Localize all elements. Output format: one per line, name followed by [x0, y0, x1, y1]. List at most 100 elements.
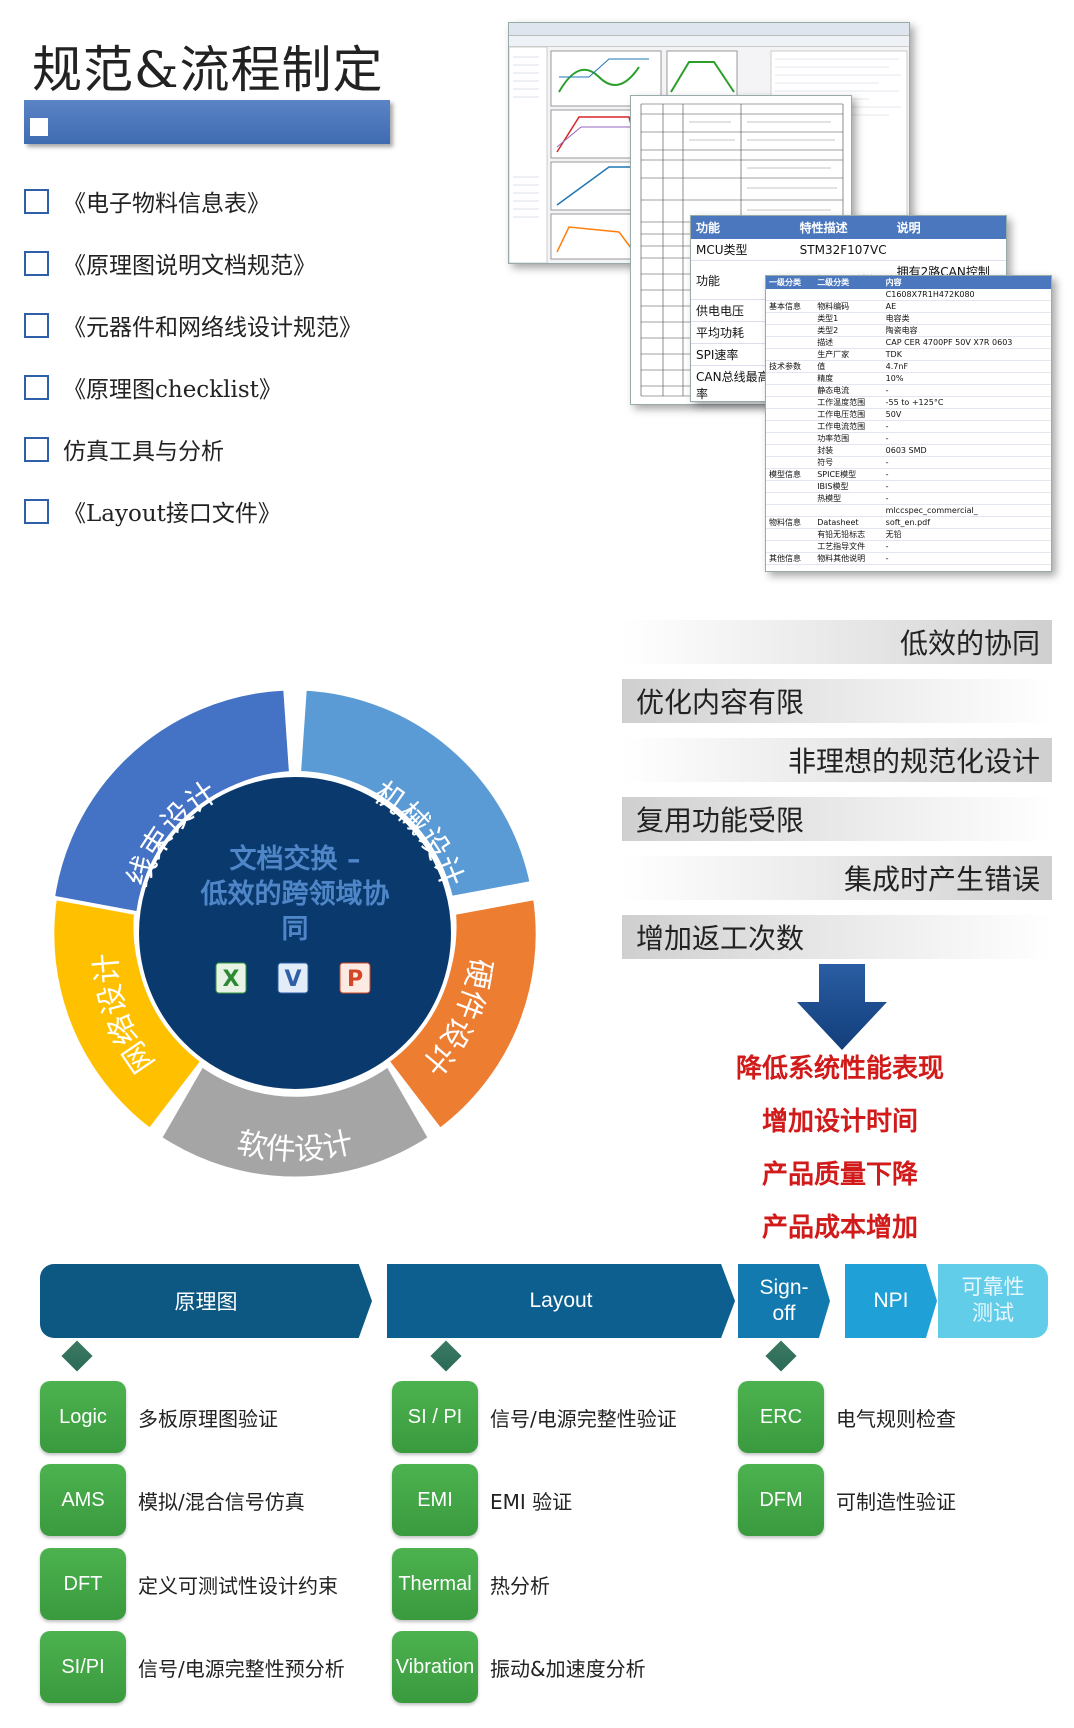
- table-cell: [766, 504, 815, 517]
- table-cell: [766, 348, 815, 361]
- problem-row: 低效的协同: [622, 620, 1052, 664]
- tool-badge: Logic: [40, 1381, 126, 1453]
- table-cell: [766, 289, 815, 301]
- phase-layout: Layout: [387, 1264, 735, 1338]
- tool-description: 多板原理图验证: [138, 1406, 278, 1431]
- table-cell: -: [882, 432, 1051, 445]
- tool-description: EMI 验证: [490, 1489, 573, 1514]
- table-cell: 物料信息: [766, 516, 815, 529]
- table-cell: 工作电压范围: [814, 408, 883, 421]
- tool-badge: SI / PI: [392, 1381, 478, 1453]
- table-row: mlccspec_commercial_: [766, 504, 1051, 517]
- table-cell: [766, 384, 815, 397]
- result-text: 产品质量下降: [761, 1160, 918, 1190]
- table-cell: SPICE模型: [814, 468, 883, 481]
- table-cell: 工艺指导文件: [814, 540, 883, 553]
- table-cell: mlccspec_commercial_: [882, 504, 1051, 517]
- table-cell: 功率范围: [814, 432, 883, 445]
- table-cell: 4.7nF: [882, 360, 1051, 373]
- table-row: 工作温度范围-55 to +125°C: [766, 396, 1051, 409]
- tool-badge: Thermal: [392, 1548, 478, 1620]
- table-cell: AE: [882, 300, 1051, 313]
- table-header-cell: 一级分类: [766, 276, 815, 289]
- table-cell: -: [882, 540, 1051, 553]
- table-cell: [766, 480, 815, 493]
- svg-text:V: V: [284, 967, 301, 992]
- checklist-item-label: 《原理图说明文档规范》: [63, 253, 316, 279]
- table-header-row: 功能 特性描述 说明: [691, 216, 1006, 239]
- checklist-item: 《元器件和网络线设计规范》: [24, 294, 362, 356]
- table-cell: TDK: [882, 348, 1051, 361]
- table-cell: [766, 492, 815, 505]
- table-cell: -55 to +125°C: [882, 396, 1051, 409]
- table-cell: CAP CER 4700PF 50V X7R 0603: [882, 336, 1051, 349]
- table-cell: [766, 420, 815, 433]
- table-row: 功率范围-: [766, 432, 1051, 445]
- table-cell: soft_en.pdf: [882, 516, 1051, 529]
- table-cell: 类型2: [814, 324, 883, 337]
- phase-marker-icon: [61, 1340, 93, 1372]
- checklist-item: 《电子物料信息表》: [24, 170, 362, 232]
- tool-description: 定义可测试性设计约束: [138, 1573, 338, 1598]
- table-cell: 50V: [882, 408, 1051, 421]
- tool-description: 电气规则检查: [836, 1406, 956, 1431]
- result-text: 产品成本增加: [761, 1213, 918, 1243]
- table-cell: -: [882, 420, 1051, 433]
- problem-row: 集成时产生错误: [622, 856, 1052, 900]
- table-header-cell: 特性描述: [794, 216, 892, 239]
- screenshot-toolbar: [509, 36, 909, 47]
- table-cell: STM32F107VC: [794, 239, 892, 261]
- checklist-item-label: 《元器件和网络线设计规范》: [63, 315, 362, 341]
- table-cell: 物料其他说明: [814, 552, 883, 565]
- table-cell: 10%: [882, 372, 1051, 385]
- phase-reliability-label: 可靠性测试: [961, 1276, 1025, 1325]
- checkbox-icon: [24, 498, 49, 524]
- tool-description: 信号/电源完整性预分析: [138, 1656, 345, 1681]
- phase-signoff-label: Sign-off: [759, 1276, 809, 1325]
- table-cell: [766, 324, 815, 337]
- ring-segments: [48, 686, 540, 1181]
- table-cell: 其他信息: [766, 552, 815, 565]
- table-row: 工艺指导文件-: [766, 540, 1051, 553]
- tool-badge: Vibration: [392, 1631, 478, 1703]
- table-cell: 基本信息: [766, 300, 815, 313]
- checklist-item: 《原理图说明文档规范》: [24, 232, 362, 294]
- center-title-line: 低效的跨领域协: [200, 878, 390, 910]
- tool-item: SI/PI 信号/电源完整性预分析: [40, 1631, 345, 1703]
- center-title-line: 文档交换 –: [230, 843, 361, 875]
- table-cell: 生产厂家: [814, 348, 883, 361]
- tool-description: 信号/电源完整性验证: [490, 1406, 677, 1431]
- tool-badge: ERC: [738, 1381, 824, 1453]
- checklist-item-label: 《原理图checklist》: [63, 377, 282, 403]
- checklist-item: 《Layout接口文件》: [24, 480, 362, 542]
- table-row: IBIS模型-: [766, 480, 1051, 493]
- tool-item: DFT 定义可测试性设计约束: [40, 1548, 338, 1620]
- table-cell: 有铅无铅标志: [814, 528, 883, 541]
- table-cell: -: [882, 552, 1051, 565]
- table-header-cell: 功能: [691, 216, 795, 239]
- table-cell: 0603 SMD: [882, 444, 1051, 457]
- table-cell: -: [882, 468, 1051, 481]
- table-cell: -: [882, 480, 1051, 493]
- table-cell: 无铅: [882, 528, 1051, 541]
- tool-item: ERC 电气规则检查: [738, 1381, 956, 1453]
- table-cell: 技术参数: [766, 360, 815, 373]
- bar-square-icon: [30, 118, 48, 136]
- table-cell: [766, 528, 815, 541]
- excel-icon: X: [215, 962, 247, 994]
- table-cell: 封装: [814, 444, 883, 457]
- tool-badge: SI/PI: [40, 1631, 126, 1703]
- checkbox-icon: [24, 188, 49, 214]
- tool-badge: DFT: [40, 1548, 126, 1620]
- phase-reliability-test: 可靠性测试: [938, 1264, 1048, 1338]
- section1-title: 规范&流程制定: [32, 41, 384, 99]
